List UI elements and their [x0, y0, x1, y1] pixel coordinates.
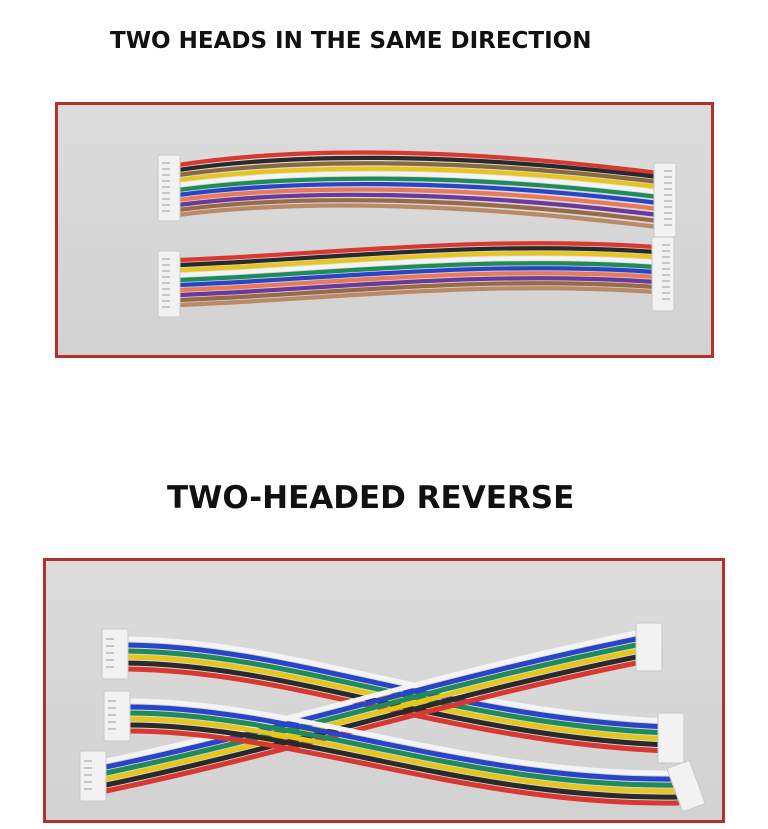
connectors-reverse	[79, 622, 706, 812]
cable-b-wires	[103, 628, 649, 794]
connector-a-right	[657, 712, 685, 764]
connector-pins-reverse	[84, 638, 116, 790]
connector-c-right	[666, 760, 706, 812]
connector-lower-right	[651, 236, 675, 312]
cable-photo-reverse	[79, 622, 706, 812]
connector-upper-right	[653, 162, 677, 238]
upper-cable-wires	[175, 150, 661, 230]
section-heading-same-direction: TWO HEADS IN THE SAME DIRECTION	[110, 28, 592, 54]
photo-frame-same-direction	[55, 102, 714, 358]
connector-c-left	[103, 690, 131, 742]
lower-cable-wires	[175, 241, 659, 308]
connector-b-right	[635, 622, 663, 672]
connector-pins	[162, 162, 672, 308]
cable-photo-same-direction	[157, 150, 677, 318]
photo-frame-reverse	[43, 558, 725, 823]
cable-c-wires	[125, 698, 681, 806]
connector-b-left	[79, 750, 107, 802]
connector-a-left	[101, 628, 129, 680]
section-heading-reverse: TWO-HEADED REVERSE	[167, 480, 575, 516]
